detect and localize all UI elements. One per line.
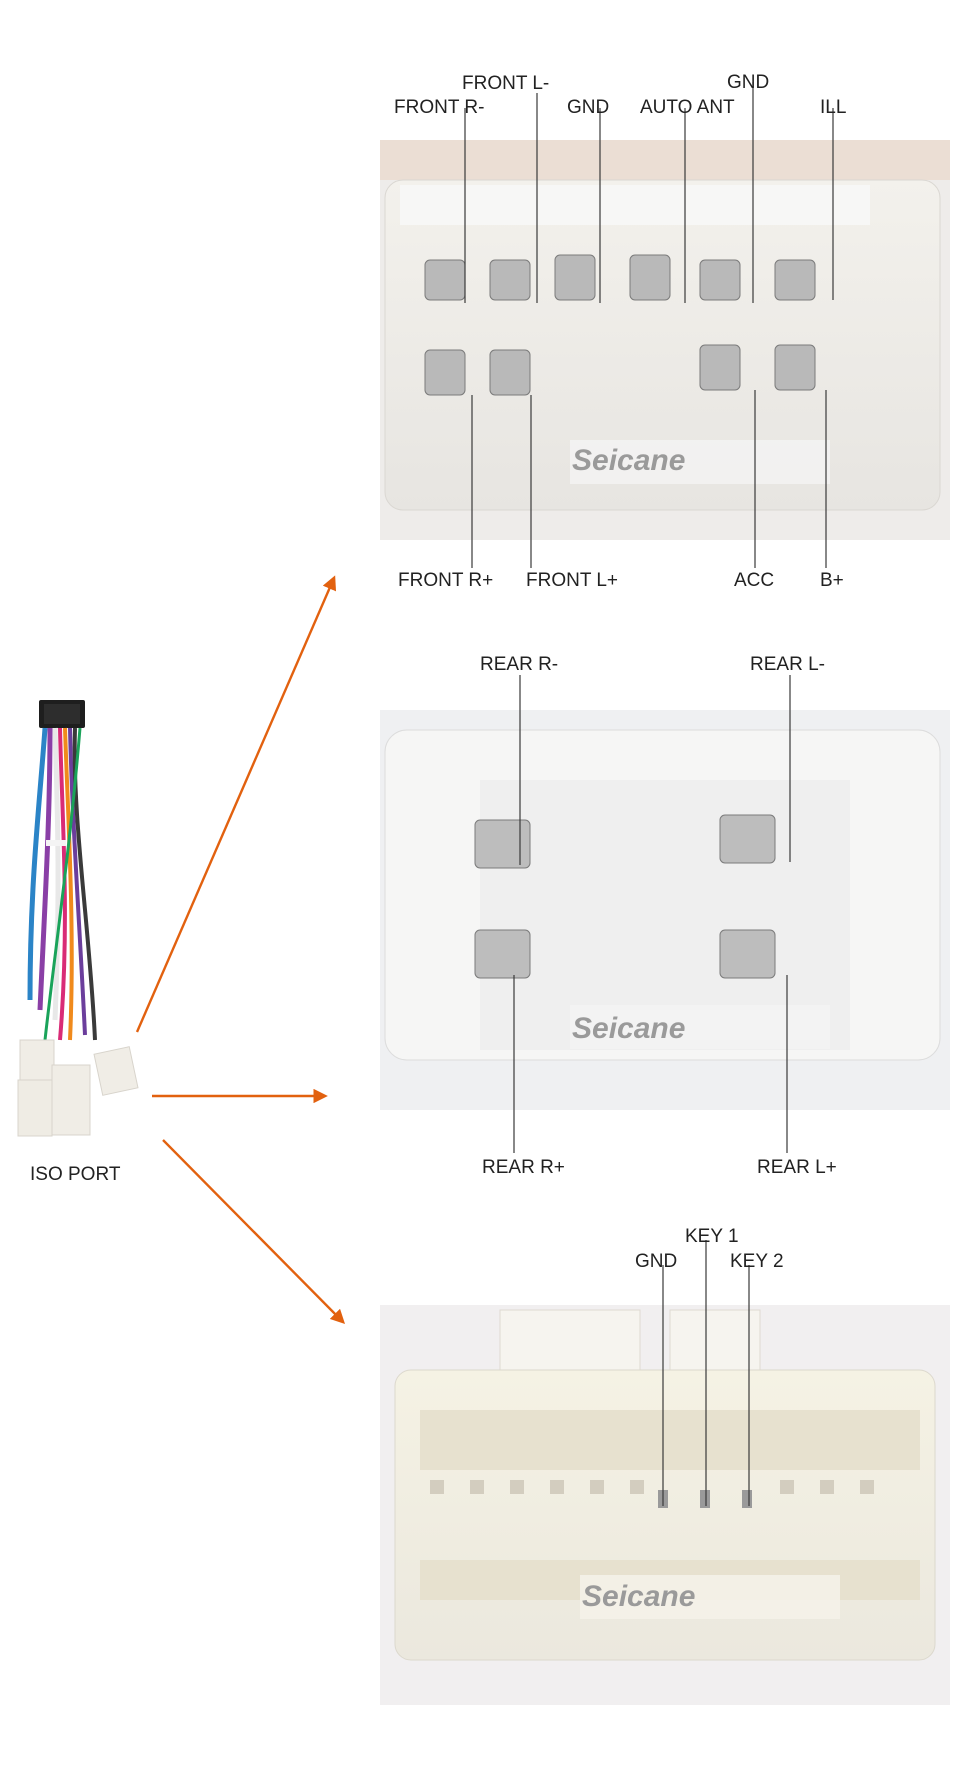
label-rear-l-minus: REAR L-: [750, 654, 825, 675]
connector-bottom-leads: [662, 1240, 750, 1506]
label-gnd-lower: GND: [567, 97, 609, 118]
connector-top-photo: [380, 140, 950, 540]
label-front-r-minus: FRONT R-: [394, 97, 484, 118]
label-front-r-plus: FRONT R+: [398, 570, 493, 591]
label-front-l-minus: FRONT L-: [462, 73, 549, 94]
label-b-plus: B+: [820, 570, 844, 591]
label-rear-r-plus: REAR R+: [482, 1157, 565, 1178]
connector-mid-watermark: Seicane: [572, 1012, 685, 1045]
label-front-l-plus: FRONT L+: [526, 570, 618, 591]
connector-mid-leads: [513, 675, 791, 1153]
connector-bottom-watermark: Seicane: [582, 1580, 695, 1613]
label-gnd-upper: GND: [727, 72, 769, 93]
iso-port-label: ISO PORT: [30, 1164, 121, 1185]
label-gnd-bottom: GND: [635, 1251, 677, 1272]
connector-top-watermark: Seicane: [572, 444, 685, 477]
arrows: [135, 575, 346, 1325]
label-key-1: KEY 1: [685, 1226, 739, 1247]
connector-mid-photo: [380, 710, 950, 1110]
label-key-2: KEY 2: [730, 1251, 784, 1272]
arrow-to-bottom-connector: [162, 1139, 346, 1325]
connector-bottom-photo: [380, 1305, 950, 1705]
label-acc: ACC: [734, 570, 774, 591]
label-auto-ant: AUTO ANT: [640, 97, 735, 118]
label-ill: ILL: [820, 97, 846, 118]
arrow-to-top-connector: [135, 575, 337, 1033]
label-rear-l-plus: REAR L+: [757, 1157, 837, 1178]
label-rear-r-minus: REAR R-: [480, 654, 558, 675]
iso-harness-image: [17, 700, 139, 1137]
connector-top-leads: [464, 82, 834, 568]
